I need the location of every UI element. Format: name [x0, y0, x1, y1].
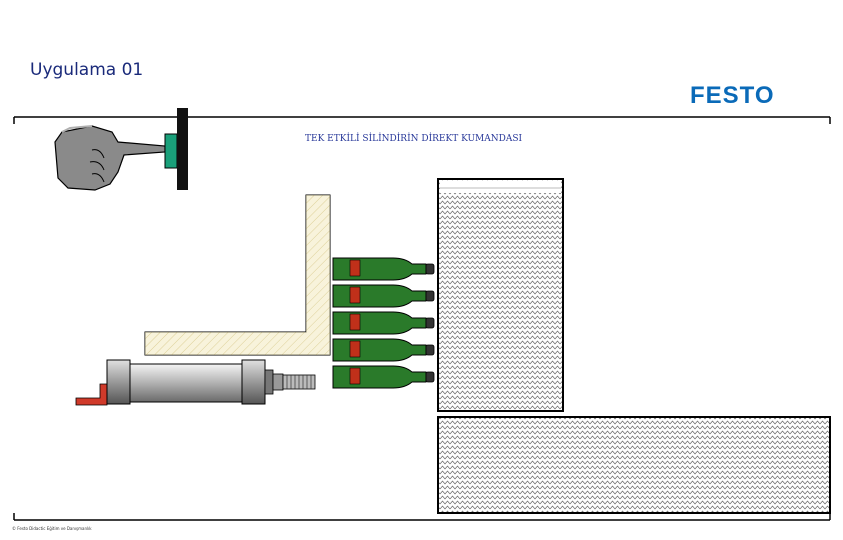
- bottle: [332, 311, 435, 335]
- bottle-guide: [144, 194, 331, 356]
- push-button[interactable]: [164, 108, 188, 190]
- bottle-stack: [332, 257, 435, 389]
- frame-bottom: [13, 513, 831, 521]
- hand-icon: [54, 125, 166, 191]
- pneumatic-cylinder: [75, 359, 316, 406]
- bottle: [332, 338, 435, 362]
- festo-logo: FESTO: [690, 82, 775, 109]
- frame-top: [13, 116, 831, 124]
- footer-copyright: © Festo Didactic Eğitim ve Danışmanlık: [12, 526, 92, 531]
- diagram-subtitle: TEK ETKİLİ SİLİNDİRİN DİREKT KUMANDASI: [305, 134, 523, 144]
- bottle: [332, 257, 435, 281]
- page-title: Uygulama 01: [30, 60, 144, 80]
- conveyor-box: [437, 416, 831, 514]
- bottle-storage-box: [437, 178, 564, 412]
- bottle: [332, 365, 435, 389]
- bottle: [332, 284, 435, 308]
